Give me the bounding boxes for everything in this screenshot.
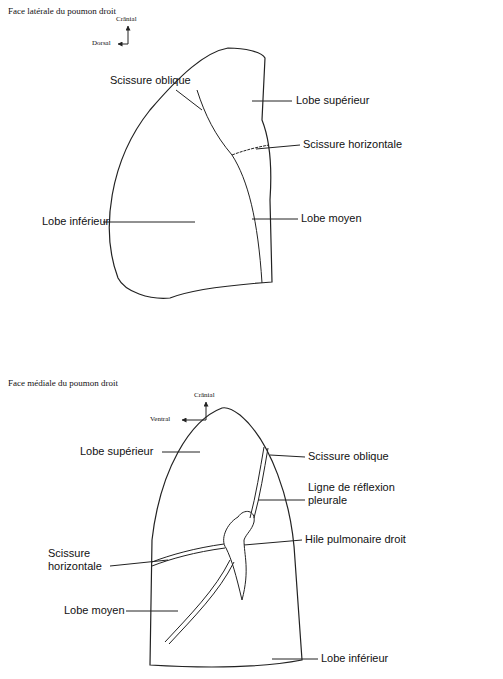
lobe-label: Lobe moyen	[301, 212, 362, 225]
lobe-label: Lobe inférieur	[42, 215, 109, 228]
lobe-label: Lobe supérieur	[296, 94, 369, 107]
axis-label: Crânial	[194, 391, 215, 400]
axis-label: Dorsal	[92, 39, 111, 48]
structure-label: Hile pulmonaire droit	[305, 533, 406, 546]
lobe-label: Lobe moyen	[64, 604, 125, 617]
fissure-label: Scissure horizontale	[48, 547, 110, 573]
fissure-label: Scissure oblique	[110, 74, 191, 87]
lobe-label: Lobe supérieur	[80, 445, 153, 458]
axis-label: Ventral	[150, 415, 170, 424]
axis-label: Crânial	[116, 15, 137, 24]
structure-label: Ligne de réflexion pleurale	[308, 481, 413, 507]
view-title: Face médiale du poumon droit	[8, 378, 118, 389]
lobe-label: Lobe inférieur	[321, 652, 388, 665]
fissure-label: Scissure horizontale	[303, 138, 402, 151]
view-title: Face latérale du poumon droit	[8, 6, 116, 17]
fissure-label: Scissure oblique	[308, 450, 389, 463]
